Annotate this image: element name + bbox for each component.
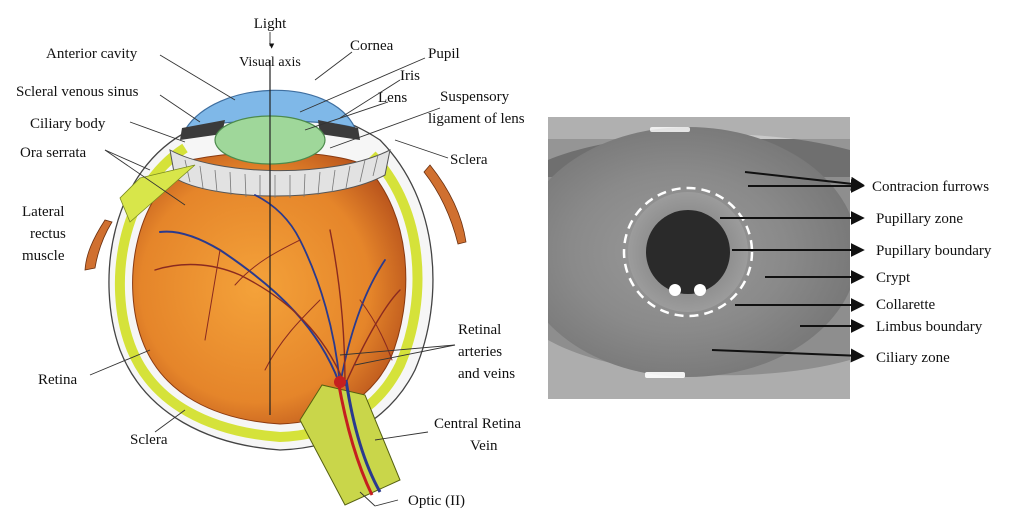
optic-nerve (299, 384, 401, 506)
label-lens: Lens (378, 90, 407, 106)
label-light: Light (254, 16, 287, 32)
label-visual-axis: Visual axis (239, 55, 301, 70)
label-retinal-1: Retinal (458, 322, 501, 338)
label-retina: Retina (38, 372, 77, 388)
label-contracion-furrows: Contracion furrows (872, 179, 989, 195)
label-sclera-bottom: Sclera (130, 432, 168, 448)
collarette-dashed-circle (622, 186, 754, 318)
ciliary-striations (184, 154, 379, 198)
label-ora-serrata: Ora serrata (20, 145, 87, 161)
label-suspensory-2: ligament of lens (428, 111, 525, 127)
optic-disc (334, 376, 346, 388)
ora-serrata-wedge (119, 164, 196, 223)
iris-left (180, 120, 225, 140)
label-lateral-1: Lateral (22, 204, 64, 220)
central-retinal-artery (336, 379, 374, 496)
label-anterior-cavity: Anterior cavity (46, 46, 138, 62)
label-crypt: Crypt (876, 270, 911, 286)
central-retinal-vein (344, 379, 382, 493)
retina-layer (114, 143, 423, 443)
label-pupil: Pupil (428, 46, 460, 62)
label-lateral-3: muscle (22, 248, 65, 264)
label-limbus-boundary: Limbus boundary (876, 319, 983, 335)
iris-photograph (548, 117, 850, 399)
label-suspensory-1: Suspensory (440, 89, 510, 105)
iris-arrows (711, 171, 865, 363)
muscle-right (423, 164, 467, 245)
label-central-1: Central Retina (434, 416, 521, 432)
anatomy-leader-lines (89, 32, 456, 507)
eyeball-cross-section (84, 60, 467, 506)
reflection-right (694, 284, 706, 296)
label-retinal-3: and veins (458, 366, 515, 382)
label-optic: Optic (II) (408, 493, 465, 509)
label-pupillary-boundary: Pupillary boundary (876, 243, 992, 259)
label-iris: Iris (400, 68, 420, 84)
iris-right (318, 120, 360, 140)
iris-labels: Contracion furrows Pupillary zone Pupill… (872, 179, 992, 366)
label-ciliary-body: Ciliary body (30, 116, 106, 132)
ciliary-band (169, 149, 391, 197)
lateral-rectus-left (84, 219, 113, 271)
label-central-2: Vein (470, 438, 498, 454)
label-sclera-right: Sclera (450, 152, 488, 168)
label-collarette: Collarette (876, 297, 935, 313)
label-scleral-venous-sinus: Scleral venous sinus (16, 84, 139, 100)
label-lateral-2: rectus (30, 226, 66, 242)
pupil-photo (646, 210, 730, 294)
label-retinal-2: arteries (458, 344, 502, 360)
label-pupillary-zone: Pupillary zone (876, 211, 963, 227)
anatomy-labels: Light Visual axis Anterior cavity Cornea… (16, 16, 525, 509)
reflection-left (669, 284, 681, 296)
label-ciliary-zone: Ciliary zone (876, 350, 950, 366)
retinal-vessels (154, 194, 401, 386)
label-cornea: Cornea (350, 38, 394, 54)
